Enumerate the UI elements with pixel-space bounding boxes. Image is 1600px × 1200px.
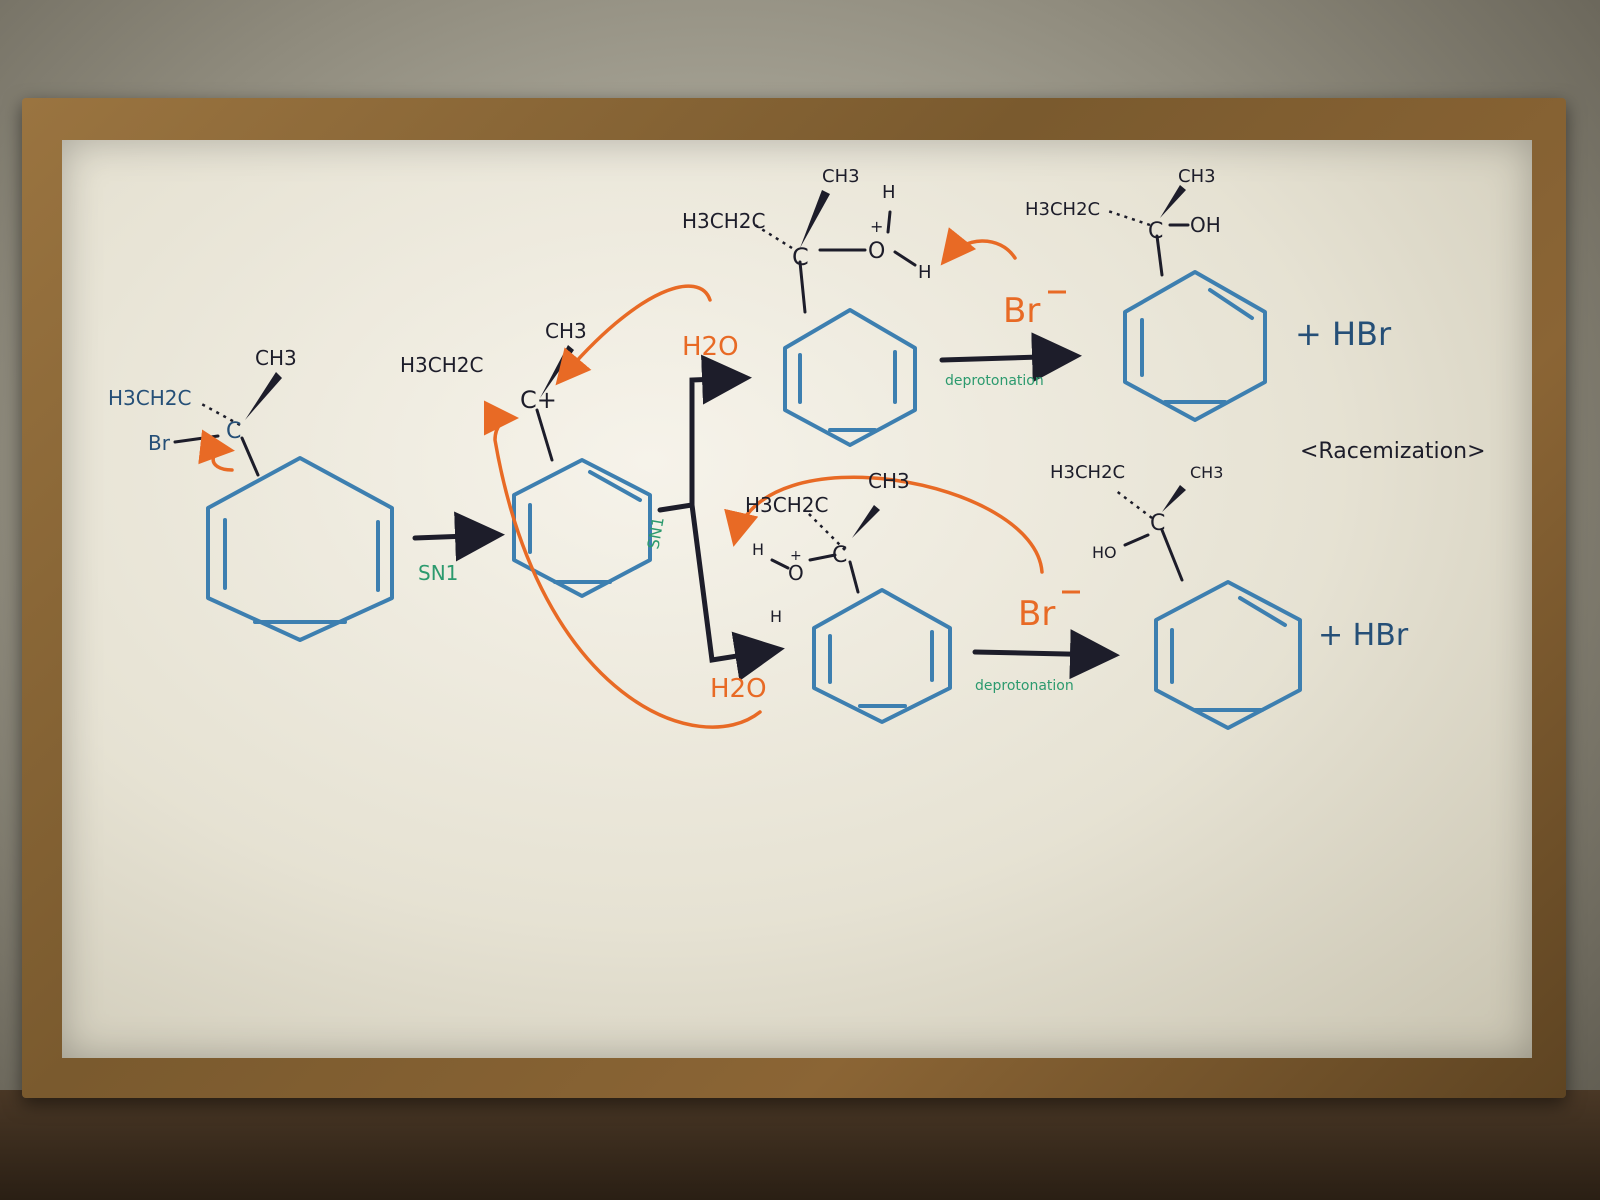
water-top-label: H2O <box>682 332 739 362</box>
water-bottom-label: H2O <box>710 674 767 704</box>
sn1-label: SN1 <box>418 561 458 585</box>
prodt-oh-label: OH <box>1190 213 1221 237</box>
curved-arrow-bromide-top <box>940 227 1017 266</box>
start-methyl-label: CH3 <box>255 346 297 370</box>
wedge-start <box>245 372 282 420</box>
prodt-ethyl-label: H3CH2C <box>1025 199 1100 220</box>
bond-cation-to-ring <box>535 408 554 462</box>
benzene-ring-product-bottom <box>1154 580 1302 730</box>
prodb-hbr-label: + HBr <box>1318 618 1409 653</box>
bond-oxt-oh2 <box>886 210 892 234</box>
cation-ethyl-label: H3CH2C <box>400 353 483 377</box>
bond-oxb-to-ring <box>848 560 860 594</box>
bond-oxt-to-ring <box>798 260 807 314</box>
arrow-branch-top <box>657 354 752 513</box>
wedge-oxt <box>800 190 830 248</box>
benzene-ring-oxonium-top <box>783 308 917 447</box>
benzene-ring-carbocation <box>512 458 652 598</box>
racemization-note: <Racemization> <box>1300 439 1486 464</box>
prodt-center-label: C <box>1148 219 1163 244</box>
oxt-oxygen-label: O <box>868 239 885 264</box>
hash-prodb <box>1114 489 1153 519</box>
floor <box>0 1090 1600 1200</box>
wedge-prodt <box>1160 185 1186 218</box>
wedge-prodb <box>1162 485 1186 512</box>
bond-prodb-to-ring <box>1160 528 1184 582</box>
prodt-methyl-label: CH3 <box>1178 166 1216 187</box>
oxb-center-label: C <box>832 543 847 568</box>
wedge-oxb <box>852 505 880 538</box>
bond-oxb-oc <box>808 553 837 562</box>
oxt-center-label: C <box>792 243 809 271</box>
arrow-sn1 <box>412 511 505 562</box>
arrow-branch-bottom <box>689 502 785 681</box>
cation-center-label: C+ <box>520 386 557 414</box>
benzene-ring-oxonium-bottom <box>812 588 952 724</box>
whiteboard-surface <box>62 140 1532 1058</box>
prodb-methyl-label: CH3 <box>1190 463 1223 482</box>
oxt-h1-label: H <box>882 182 896 203</box>
prodt-hbr-label: + HBr <box>1295 315 1392 353</box>
bond-start-to-ring <box>240 436 260 477</box>
hash-prodt <box>1104 208 1151 227</box>
prodb-center-label: C <box>1150 511 1165 536</box>
bromide-top-label: Br <box>1003 291 1040 331</box>
arrow-deprotonation-top <box>939 332 1082 383</box>
prodb-ho-label: HO <box>1092 543 1117 562</box>
oxb-ethyl-label: H3CH2C <box>745 493 828 517</box>
deprotonation-top-label: deprotonation <box>945 373 1044 389</box>
bromide-bottom-label: Br <box>1018 594 1055 634</box>
sn1-branch-label: SN1 <box>643 515 667 550</box>
oxb-h2-label: H <box>770 607 782 626</box>
oxt-methyl-label: CH3 <box>822 166 860 187</box>
bond-prodb-oh <box>1123 533 1150 547</box>
start-center-label: C <box>226 419 241 444</box>
benzene-ring-product-top <box>1123 270 1267 422</box>
oxt-plus-label: + <box>870 217 883 236</box>
prodb-ethyl-label: H3CH2C <box>1050 462 1125 483</box>
oxb-plus-label: + <box>790 548 802 564</box>
start-br-label: Br <box>148 431 171 455</box>
oxb-oxygen-label: O <box>788 561 804 585</box>
bond-oxt-oh <box>893 250 917 267</box>
curved-arrow-water-bottom-attack <box>483 400 762 729</box>
oxb-methyl-label: CH3 <box>868 469 910 493</box>
oxt-ethyl-label: H3CH2C <box>682 209 765 233</box>
oxb-h1-label: H <box>752 540 764 559</box>
benzene-ring-start <box>206 456 394 642</box>
curved-arrow-leaving-group <box>198 429 235 472</box>
arrow-deprotonation-bottom <box>972 629 1120 680</box>
curved-arrow-bromide-bottom <box>724 475 1044 574</box>
hash-oxb <box>804 509 846 551</box>
bond-oxb-oh <box>770 558 790 570</box>
bond-start-br <box>173 434 220 444</box>
deprotonation-bottom-label: deprotonation <box>975 678 1074 694</box>
cation-methyl-label: CH3 <box>545 319 587 343</box>
curved-arrow-water-top-attack <box>555 284 712 386</box>
oxt-h2-label: H <box>918 262 932 283</box>
bond-prodt-to-ring <box>1155 234 1164 277</box>
start-ethyl-label: H3CH2C <box>108 386 191 410</box>
